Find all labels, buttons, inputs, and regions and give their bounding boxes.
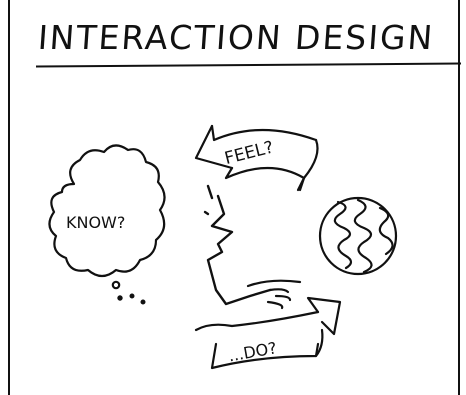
thought-cloud-icon xyxy=(48,144,166,305)
do-arrow-icon xyxy=(194,296,342,370)
pointing-hand-icon xyxy=(246,279,302,310)
feel-label: FEEL? xyxy=(223,138,276,169)
do-label: ...DO? xyxy=(227,338,278,365)
globe-icon xyxy=(318,196,398,276)
know-label: KNOW? xyxy=(66,213,125,232)
feel-arrow-icon xyxy=(194,124,319,192)
frame-right-border xyxy=(458,0,460,395)
frame-left-border xyxy=(8,0,10,395)
head-profile-icon xyxy=(203,184,272,306)
